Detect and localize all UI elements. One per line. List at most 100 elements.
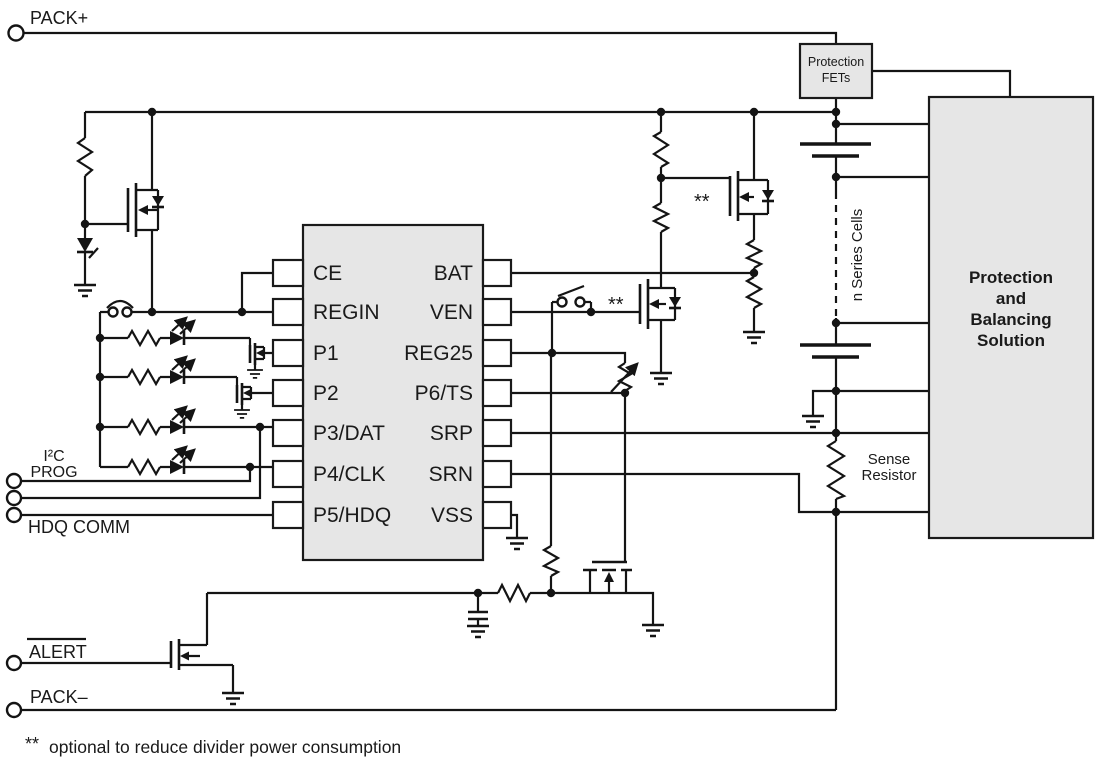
pack-plus-label: PACK+ — [30, 8, 88, 28]
ground-divider-fet — [648, 371, 674, 386]
i2c-label: I²C — [43, 448, 64, 465]
pin-p4clk — [271, 459, 305, 489]
prog-label: PROG — [30, 464, 77, 481]
pin-label-srn: SRN — [429, 463, 473, 486]
pin-label-p6ts: P6/TS — [415, 382, 473, 405]
hdq-terminal — [5, 506, 23, 524]
pin-srp — [481, 418, 513, 448]
solution-label-1: Protection — [969, 268, 1053, 287]
solution-label-4: Solution — [977, 331, 1045, 350]
hdq-comm-label: HDQ COMM — [28, 517, 130, 537]
ground-p2-fet — [233, 409, 251, 419]
resistor-bat-top — [744, 239, 764, 269]
pin-label-bat: BAT — [434, 262, 473, 285]
battery-cell-top — [800, 142, 871, 158]
pin-label-srp: SRP — [430, 422, 473, 445]
pin-label-p1: P1 — [313, 342, 339, 365]
pin-bat — [481, 258, 513, 288]
protection-fets-label-1: Protection — [808, 55, 864, 69]
mosfet-p1 — [248, 338, 273, 370]
external-terminals — [5, 24, 25, 719]
ground-bat-divider — [741, 330, 767, 345]
pin-ven — [481, 297, 513, 327]
mosfet-divider-bottom-optional — [638, 279, 681, 329]
ground-p1-fet — [246, 369, 264, 379]
mosfet-regin — [126, 183, 164, 237]
resistor-led1 — [127, 328, 161, 348]
pin-label-p3dat: P3/DAT — [313, 422, 385, 445]
pin-vss — [481, 500, 513, 530]
battery-cell-bottom — [800, 343, 871, 359]
pin-label-p5hdq: P5/HDQ — [313, 504, 391, 527]
blocks — [271, 42, 1095, 562]
protection-balancing-block — [927, 95, 1095, 540]
optional-marker-mid: ** — [608, 294, 624, 316]
mosfet-ts — [583, 560, 632, 593]
pack-minus-terminal — [5, 701, 23, 719]
labels: PACK+ PACK– ALERT I²C PROG HDQ COMM CE R… — [25, 8, 1053, 757]
components — [72, 131, 871, 706]
pin-ce — [271, 258, 305, 288]
ground-vss — [504, 536, 530, 551]
ground-stack — [800, 414, 826, 429]
junction-dots — [80, 107, 841, 598]
sense-resistor — [825, 440, 847, 501]
wire-net — [21, 31, 1012, 712]
resistor-led2 — [127, 367, 161, 387]
pin-reg25 — [481, 338, 513, 368]
optional-marker-top: ** — [694, 191, 710, 213]
mosfet-alert — [169, 593, 235, 693]
resistor-reg25-pulldown — [541, 545, 561, 577]
led1 — [170, 316, 196, 345]
pin-label-ven: VEN — [430, 301, 473, 324]
solution-label-2: and — [996, 289, 1026, 308]
resistor-led4 — [127, 457, 161, 477]
pin-p6ts — [481, 378, 513, 408]
ground-capacitor — [465, 624, 491, 639]
resistor-mid-divider-bottom — [651, 202, 671, 233]
resistor-led3 — [127, 417, 161, 437]
pin-label-vss: VSS — [431, 504, 473, 527]
led4 — [170, 445, 196, 474]
resistor-left-divider-top — [75, 137, 95, 177]
sense-resistor-label-1: Sense — [868, 451, 911, 468]
resistor-alert-pullup — [497, 582, 531, 604]
pin-label-p4clk: P4/CLK — [313, 463, 385, 486]
mosfet-p2 — [235, 377, 273, 410]
led2 — [170, 355, 196, 384]
resistor-mid-divider-top — [651, 131, 671, 168]
solution-label-3: Balancing — [970, 310, 1051, 329]
capacitor — [468, 610, 488, 621]
pin-p3dat — [271, 418, 305, 448]
led3 — [170, 405, 196, 434]
i2c-clk-terminal — [5, 472, 23, 490]
pin-p5hdq — [271, 500, 305, 530]
zener-diode — [77, 238, 99, 259]
alert-label: ALERT — [29, 642, 87, 662]
mosfet-divider-top-optional — [728, 171, 774, 221]
pin-p2 — [271, 378, 305, 408]
pack-plus-terminal — [7, 24, 25, 42]
ground-ts-fet — [640, 623, 666, 638]
protection-fets-label-2: FETs — [822, 71, 850, 85]
pin-label-reg25: REG25 — [404, 342, 473, 365]
n-series-cells-label: n Series Cells — [849, 209, 866, 302]
protection-fets-block — [798, 42, 874, 100]
jumper — [106, 299, 134, 318]
pin-p1 — [271, 338, 305, 368]
pack-minus-label: PACK– — [30, 687, 88, 707]
footnote-text: optional to reduce divider power consump… — [49, 737, 401, 757]
thermistor — [610, 362, 639, 393]
ground-alert-fet — [220, 691, 246, 706]
pin-label-regin: REGIN — [313, 301, 380, 324]
pin-srn — [481, 459, 513, 489]
pin-regin — [271, 297, 305, 327]
footnote-marker: ** — [25, 734, 39, 754]
pin-label-ce: CE — [313, 262, 342, 285]
sense-resistor-label-2: Resistor — [861, 467, 916, 484]
i2c-dat-terminal — [5, 489, 23, 507]
ground-left-divider — [72, 283, 98, 298]
alert-terminal — [5, 654, 23, 672]
